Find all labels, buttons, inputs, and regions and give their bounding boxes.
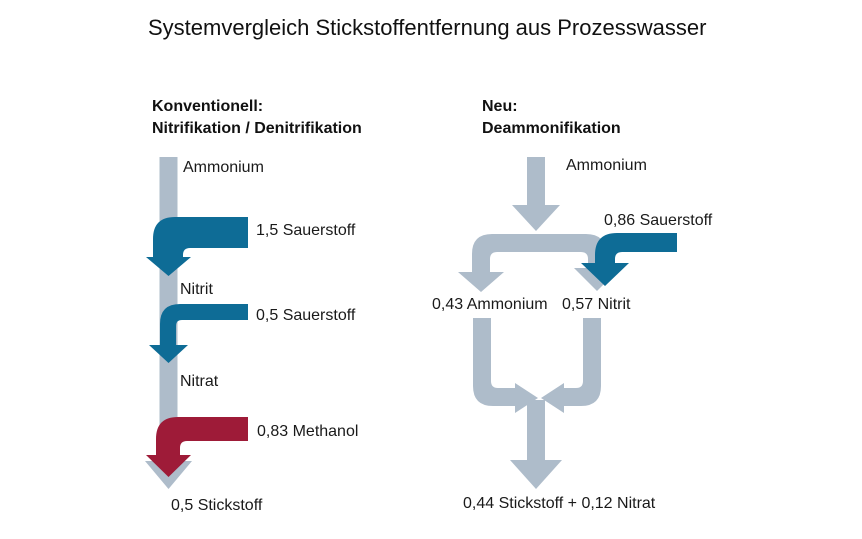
right-branch-right-label: 0,57 Nitrit: [562, 296, 631, 313]
page-title: Systemvergleich Stickstoffentfernung aus…: [148, 15, 707, 40]
left-nitrat-label: Nitrat: [180, 373, 219, 390]
left-system-heading-line1: Konventionell:: [152, 98, 264, 115]
left-oxygen-arrow-1-icon: [146, 217, 248, 276]
right-output-arrowhead-icon: [510, 460, 562, 489]
right-merge-left-branch-icon: [473, 318, 538, 413]
left-methanol-arrow-icon: [146, 417, 248, 477]
left-methanol-label: 0,83 Methanol: [257, 423, 359, 440]
right-output-label: 0,44 Stickstoff + 0,12 Nitrat: [463, 495, 656, 512]
left-nitrit-label: Nitrit: [180, 281, 213, 298]
right-system-heading: Neu: Deammonifikation: [482, 96, 621, 140]
left-input-label: Ammonium: [183, 159, 264, 176]
left-oxygen-2-label: 0,5 Sauerstoff: [256, 307, 356, 324]
right-system-heading-line1: Neu:: [482, 98, 518, 115]
right-oxygen-arrow-icon: [581, 233, 677, 286]
left-system-heading-line2: Nitrifikation / Denitrifikation: [152, 120, 362, 137]
right-feed-flow-bar: [527, 157, 545, 207]
left-system-heading: Konventionell: Nitrifikation / Denitrifi…: [152, 96, 362, 140]
right-oxygen-label: 0,86 Sauerstoff: [604, 212, 713, 229]
right-splitter-arrows-icon: [458, 234, 620, 292]
right-branch-left-label: 0,43 Ammonium: [432, 296, 548, 313]
right-input-label: Ammonium: [566, 157, 647, 174]
left-oxygen-1-label: 1,5 Sauerstoff: [256, 222, 356, 239]
right-merged-flow-bar: [527, 400, 545, 462]
left-output-label: 0,5 Stickstoff: [171, 497, 263, 514]
right-merge-right-branch-icon: [541, 318, 601, 413]
right-feed-arrowhead-icon: [512, 205, 560, 231]
right-system-heading-line2: Deammonifikation: [482, 120, 621, 137]
left-oxygen-arrow-2-icon: [149, 304, 248, 363]
